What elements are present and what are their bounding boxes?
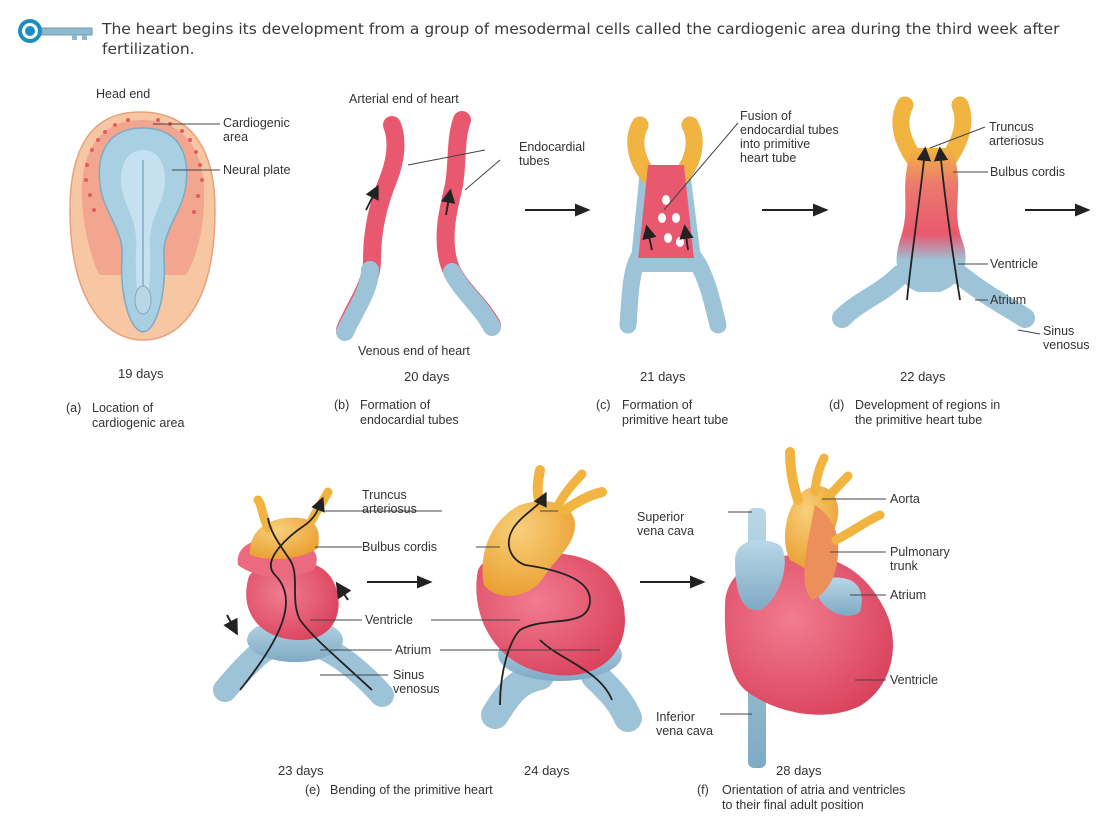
caption-b: Formation of endocardial tubes <box>360 398 459 428</box>
days-23: 23 days <box>278 763 324 778</box>
label-pulmonary-trunk: Pulmonary trunk <box>890 545 950 573</box>
label-sinus-venosus-d: Sinus venosus <box>1043 324 1090 352</box>
caption-e-letter: (e) <box>305 783 320 798</box>
caption-c-letter: (c) <box>596 398 611 413</box>
label-superior-vena-cava: Superior vena cava <box>637 510 694 538</box>
endocardial-tubes-illustration <box>345 120 492 332</box>
label-atrium-f: Atrium <box>890 588 926 602</box>
caption-b-letter: (b) <box>334 398 349 413</box>
days-24: 24 days <box>524 763 570 778</box>
days-28: 28 days <box>776 763 822 778</box>
days-21: 21 days <box>640 369 686 384</box>
embryo-illustration <box>70 112 215 340</box>
label-ventricle-f: Ventricle <box>890 673 938 687</box>
caption-a-letter: (a) <box>66 401 81 416</box>
caption-c: Formation of primitive heart tube <box>622 398 728 428</box>
label-aorta: Aorta <box>890 492 920 506</box>
label-truncus-arteriosus-d: Truncus arteriosus <box>989 120 1044 148</box>
caption-e: Bending of the primitive heart <box>330 783 493 798</box>
bending-heart-24-days-illustration <box>476 470 628 718</box>
label-atrium-e: Atrium <box>395 643 431 657</box>
caption-f: Orientation of atria and ventricles to t… <box>722 783 905 813</box>
label-inferior-vena-cava: Inferior vena cava <box>656 710 713 738</box>
label-head-end: Head end <box>96 87 150 101</box>
label-cardiogenic-area: Cardiogenic area <box>223 116 290 144</box>
caption-d: Development of regions in the primitive … <box>855 398 1000 428</box>
caption-d-letter: (d) <box>829 398 844 413</box>
label-sinus-venosus-e: Sinus venosus <box>393 668 440 696</box>
label-endocardial-tubes: Endocardial tubes <box>519 140 585 168</box>
label-truncus-arteriosus-e: Truncus arteriosus <box>362 488 417 516</box>
progression-arrows <box>367 205 1088 587</box>
label-venous-end: Venous end of heart <box>358 344 470 358</box>
days-22: 22 days <box>900 369 946 384</box>
label-bulbus-cordis-d: Bulbus cordis <box>990 165 1065 179</box>
label-arterial-end: Arterial end of heart <box>349 92 459 106</box>
caption-a: Location of cardiogenic area <box>92 401 184 431</box>
label-ventricle-d: Ventricle <box>990 257 1038 271</box>
label-neural-plate: Neural plate <box>223 163 290 177</box>
caption-f-letter: (f) <box>697 783 709 798</box>
label-atrium-d: Atrium <box>990 293 1026 307</box>
label-fusion-of-endocardial-tubes: Fusion of endocardial tubes into primiti… <box>740 109 839 165</box>
days-20: 20 days <box>404 369 450 384</box>
primitive-heart-tube-illustration <box>628 125 718 325</box>
days-19: 19 days <box>118 366 164 381</box>
label-bulbus-cordis-e: Bulbus cordis <box>362 540 437 554</box>
bending-heart-23-days-illustration <box>225 492 382 695</box>
label-ventricle-e: Ventricle <box>365 613 413 627</box>
